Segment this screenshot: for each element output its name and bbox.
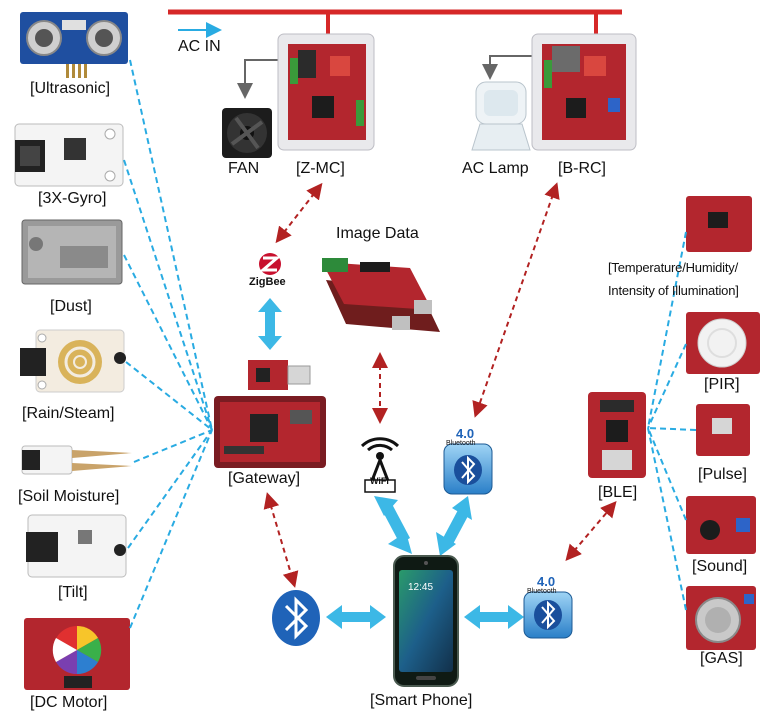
right-sensor-links [647, 231, 697, 611]
zigbee-logo [258, 253, 282, 275]
temp-humidity-label-line1: [Temperature/Humidity/ [608, 260, 738, 275]
gyro-sensor-image [14, 123, 124, 187]
brc-board-image [531, 33, 637, 151]
sound-label: [Sound] [692, 558, 748, 575]
soil-moisture-label: [Soil Moisture] [18, 488, 120, 505]
bluetooth-icon-left [272, 590, 320, 646]
brc-bluetooth-link [472, 182, 560, 418]
ac-in-label: AC IN [178, 38, 221, 55]
phone-clock: 12:45 [408, 582, 433, 593]
bt40-right-number: 4.0 [537, 574, 556, 589]
temp-humidity-light-sensor-image [686, 196, 752, 252]
bt40-right-word: Bluetooth [527, 588, 557, 595]
pir-label: [PIR] [704, 376, 740, 393]
zmc-zigbee-link [275, 182, 323, 244]
dust-sensor-image [21, 219, 123, 285]
dc-motor-label: [DC Motor] [30, 694, 108, 711]
smart-phone-label: [Smart Phone] [370, 692, 473, 709]
smart-phone-image: 12:45 [393, 555, 459, 687]
gyro-label: [3X-Gyro] [38, 190, 107, 207]
left-sensor-links [123, 59, 213, 629]
image-data-board-image [322, 258, 440, 332]
pulse-label: [Pulse] [698, 466, 747, 483]
ultrasonic-label: [Ultrasonic] [30, 80, 111, 97]
gateway-bluetooth-link [263, 492, 299, 588]
soil-moisture-sensor-image [21, 445, 132, 475]
gateway-board-image [214, 396, 326, 468]
temp-humidity-label-line2: Intensity of Illumination] [608, 283, 739, 298]
zmc-board-image [277, 33, 375, 151]
ultrasonic-sensor-image [20, 12, 128, 78]
brc-to-lamp-arrow [482, 55, 540, 80]
gas-label: [GAS] [700, 650, 743, 667]
ac-lamp-label: AC Lamp [462, 160, 529, 177]
ble-bluetooth-link [565, 500, 617, 562]
zmc-label: [Z-MC] [296, 160, 345, 177]
gas-sensor-image [686, 586, 756, 650]
pulse-sensor-image [696, 404, 750, 456]
dust-label: [Dust] [50, 298, 92, 315]
zigbee-label: ZigBee [249, 276, 286, 288]
zmc-to-fan-arrow [237, 59, 282, 99]
dc-motor-image [24, 618, 130, 690]
rain-steam-sensor-image [20, 329, 126, 393]
bt40-center-word: Bluetooth [446, 440, 476, 447]
phone-thick-links [326, 496, 524, 629]
wifi-label: WiFi [370, 476, 389, 486]
zigbee-gateway-thick-link [258, 298, 282, 350]
tilt-sensor-image [26, 514, 127, 578]
wifi-tower-icon [360, 437, 400, 493]
gateway-dongle-image [248, 360, 311, 390]
ble-board-image [588, 392, 646, 478]
bluetooth-40-icon-center [443, 443, 493, 495]
image-data-label: Image Data [336, 225, 419, 242]
sound-sensor-image [686, 496, 756, 554]
rain-steam-label: [Rain/Steam] [22, 405, 115, 422]
bluetooth-40-icon-right [523, 591, 573, 639]
pir-sensor-image [686, 312, 760, 374]
fan-label: FAN [228, 160, 260, 177]
tilt-label: [Tilt] [58, 584, 88, 601]
bt40-center-number: 4.0 [456, 426, 475, 441]
ble-label: [BLE] [598, 484, 638, 501]
gateway-label: [Gateway] [228, 470, 301, 487]
brc-label: [B-RC] [558, 160, 606, 177]
fan-image [222, 108, 272, 158]
ac-lamp-image [471, 81, 531, 151]
